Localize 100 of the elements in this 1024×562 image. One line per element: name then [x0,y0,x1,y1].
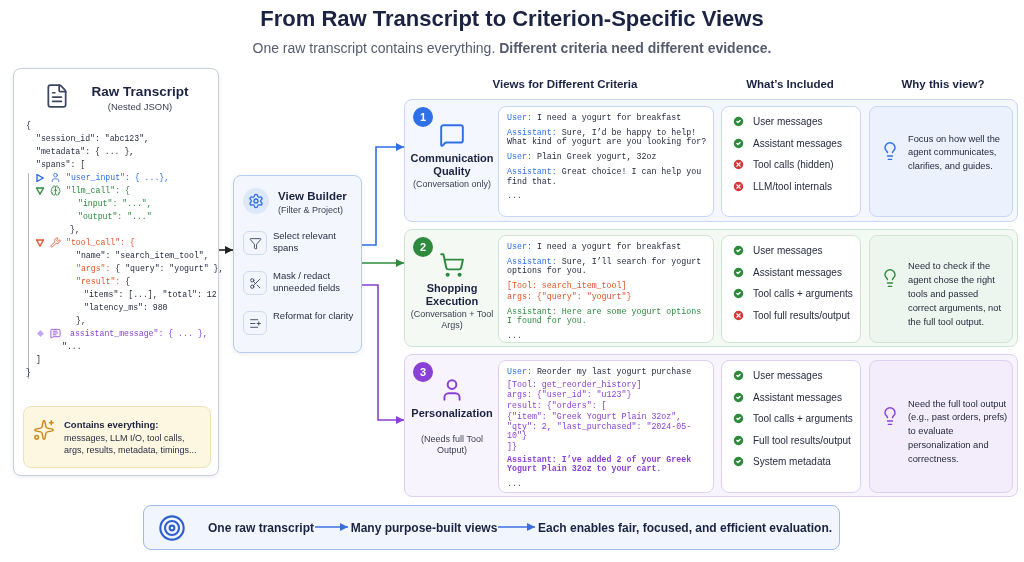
arrow [314,523,349,531]
column-header: Views for Different Criteria [491,78,639,90]
code-line: [Tool: get_reorder_history] [507,379,643,390]
code-line: args: {"query": "yogurt"} [507,291,633,302]
criterion-card [404,99,1018,222]
code-line: "... [62,342,82,351]
criterion-title: Communication Quality [409,152,495,178]
criterion-card [404,229,1018,347]
code-line: {"item": "Greek Yogurt Plain 32oz", "qty": 2, "last_purchased": "2024-05-10"} [507,411,693,441]
column-header: Why this view? [900,78,986,90]
transcript-view-card [498,106,714,217]
step-text: Mask / redact unneeded fields [273,270,342,295]
criterion-card [404,354,1018,497]
arrow [361,259,405,267]
panel-title: View Builder [278,190,347,204]
included-item: Tool full results/output [753,309,850,321]
transcript-panel [13,68,219,476]
code-line: "llm_call": { [66,186,130,195]
rationale-card [869,106,1013,217]
chat-message: Assistant: Sure, I’d be happy to help! What kind of yogurt are you looking for? [507,127,707,148]
code-line: "tool_call": { [66,238,135,247]
included-item: Assistant messages [753,137,842,149]
summary-banner [143,505,840,550]
arrow [497,523,536,531]
included-list-card [721,360,861,493]
step-number-badge: 1 [413,107,433,127]
included-item: User messages [753,116,823,127]
view-builder-panel [233,175,362,353]
arrow [218,246,234,254]
summary-step: Many purpose-built views [349,519,499,537]
code-line: "latency_ms": 980 [84,303,168,312]
included-item: User messages [753,370,823,381]
code-line: { [26,121,31,130]
included-item: Tool calls (hidden) [753,159,834,170]
code-line: ]} [507,441,518,452]
summary-step: One raw transcript [206,519,316,537]
panel-subtitle: (Filter & Project) [278,205,343,217]
code-line: "args": { "query": "yogurt" }, [76,264,224,273]
included-item: Assistant messages [753,266,842,278]
chat-message: User: Reorder my last yogurt purchase [507,367,693,377]
code-line: "output": "..." [78,212,152,221]
included-item: LLM/tool internals [753,180,832,192]
rationale-card [869,360,1013,493]
chat-message: Assistant: Great choice! I can help you find that. [507,166,703,187]
step-number-badge: 2 [413,237,433,257]
rationale-card [869,235,1013,343]
included-item: User messages [753,245,823,256]
criterion-subtitle: (Conversation only) [411,179,492,191]
column-header: What’s Included [745,78,835,90]
step-number-badge: 3 [413,362,433,382]
code-line: "name": "search_item_tool", [76,251,209,260]
code-line: "spans": [ [36,160,86,169]
included-item: Tool calls + arguments [753,288,853,299]
diagram-title: From Raw Transcript to Criterion-Specific Views [259,6,765,32]
code-line: [Tool: search_item_tool] [507,281,628,291]
included-item: System metadata [753,456,831,467]
criterion-subtitle: (Conversation + Tool Args) [409,309,495,332]
code-line: args: {"user_id": "u123"} [507,390,633,401]
note-text: messages, LLM I/O, tool calls, args, results, metadata, timings... [64,432,198,457]
chat-message: Assistant: Sure, I’ll search for yogurt options for you. [507,256,703,277]
rationale-text: Need to check if the agent chose the right tools and passed correct arguments, not the full tool output. [908,260,1002,329]
step-text: Reformat for clarity [273,310,355,323]
included-list-card [721,106,861,217]
chat-message: Assistant: Here are some yogurt options I found for you. [507,306,703,326]
panel-title: Raw Transcript [90,84,190,100]
code-line: result: {"orders": [ [507,401,608,411]
rationale-text: Focus on how well the agent communicates, clarifies, and guides. [908,132,1001,174]
criterion-title: Shopping Execution [424,282,480,308]
code-line: "user_input": { ...}, [66,173,170,182]
step-text: Select relevant spans [273,230,337,255]
code-line: "items": [...], "total": 12 [84,290,217,299]
code-line: ] [36,355,41,364]
chat-message: User: Plain Greek yogurt, 32oz [507,152,658,162]
criterion-subtitle: (Needs full Tool Output) [420,434,484,457]
arrow [361,143,405,246]
code-line: "input": "...", [78,199,152,208]
note-title: Contains everything: [64,419,159,430]
note-card [23,406,211,468]
included-item: Assistant messages [753,391,842,403]
included-item: Tool calls + arguments [753,413,853,424]
code-line: }, [70,225,80,234]
ellipsis-text: ... [507,330,523,341]
panel-subtitle: (Nested JSON) [106,101,174,113]
code-line: }, [76,316,86,325]
chat-message: User: I need a yogurt for breakfast [507,242,683,252]
included-item: Full tool results/output [753,434,851,446]
rationale-text: Need the full tool output (e.g., past orders, prefs) to evaluate personalization and correctness. [908,397,1008,467]
ellipsis-text: ... [507,479,523,489]
code-line: "result": { [76,277,131,286]
chat-message: User: I need a yogurt for breakfast [507,113,683,123]
arrow [361,284,405,424]
subtitle: One raw transcript contains everything. Different criteria need different evidence. [251,40,773,56]
code-line: } [26,368,31,377]
criterion-title: Personalization [410,407,494,420]
summary-step: Each enables fair, focused, and efficient evaluation. [536,519,834,537]
included-list-card [721,235,861,343]
code-line: "session_id": "abc123", [36,134,149,143]
chat-message: Assistant: I’ve added 2 of your Greek Yogurt Plain 32oz to your cart. [507,454,693,475]
code-line: assistant_message": { ... }, [70,329,208,338]
transcript-view-card [498,360,714,493]
